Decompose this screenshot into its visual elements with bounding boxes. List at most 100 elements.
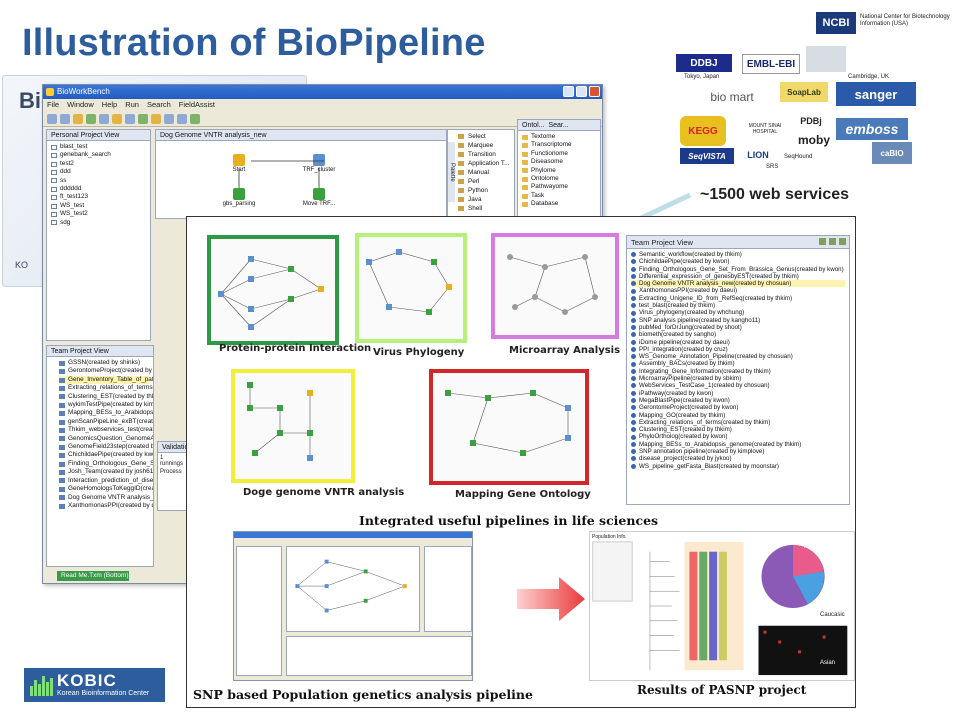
list-item[interactable]: Extracting_relations_of_terms(c — [59, 384, 153, 392]
list-item[interactable]: ss — [51, 177, 146, 185]
tree-item[interactable]: Functionome — [522, 150, 596, 158]
palette-python[interactable]: Python — [454, 186, 514, 195]
node-trf-cluster[interactable]: TRF_cluster — [294, 154, 344, 173]
list-item[interactable]: PPI_integration(created by cruz) — [631, 346, 845, 353]
menu-run[interactable]: Run — [125, 100, 139, 109]
list-item[interactable]: Finding_Orthologous_Gene_Set_From_Brassi… — [631, 266, 845, 273]
menu-window[interactable]: Window — [67, 100, 94, 109]
list-item[interactable]: Dog Genome VNTR analysis_n — [59, 494, 153, 502]
list-item[interactable]: Extracting_relations_of_terms(created by… — [631, 419, 845, 426]
toolbar-forward-icon[interactable] — [164, 114, 174, 124]
toolbar-new-icon[interactable] — [47, 114, 57, 124]
list-item[interactable]: test2 — [51, 160, 146, 168]
tree-item[interactable]: Diseasome — [522, 158, 596, 166]
node-gbs-parsing[interactable]: gbs_parsing — [214, 188, 264, 207]
list-item[interactable]: disease_project(created by jykoo) — [631, 455, 845, 462]
toolbar-debug-icon[interactable] — [125, 114, 135, 124]
tab-search[interactable]: Sear... — [548, 122, 569, 129]
minimize-icon[interactable] — [563, 86, 574, 97]
palette-perl[interactable]: Perl — [454, 177, 514, 186]
list-item[interactable]: WS_pipeline_getFasta_Blast(created by mo… — [631, 463, 845, 470]
list-item[interactable]: XanthomonasPPI(created by d — [59, 502, 153, 510]
list-item[interactable]: ChichildaePipe(created by kwon) — [631, 258, 845, 265]
list-item[interactable]: iDome pipeline(created by daeui) — [631, 339, 845, 346]
tab-ontology[interactable]: Ontol... — [522, 122, 545, 129]
list-item[interactable]: GerontomeProject(created by kwon) — [631, 404, 845, 411]
go-pipeline-box[interactable] — [429, 369, 589, 485]
list-item[interactable]: WS_test — [51, 202, 146, 210]
palette-shell[interactable]: Shell — [454, 204, 514, 213]
list-item[interactable]: Josh_Team(created by josh61 — [59, 468, 153, 476]
list-item[interactable]: Interaction_prediction_of_disea — [59, 477, 153, 485]
close-icon[interactable] — [589, 86, 600, 97]
menu-help[interactable]: Help — [101, 100, 118, 109]
tab-team-project-view-large[interactable]: Team Project View — [627, 236, 849, 249]
palette-manual[interactable]: Manual — [454, 168, 514, 177]
list-item[interactable]: ChichildaePipe(created by kwo — [59, 451, 153, 459]
list-item[interactable]: pubMed_forDrJung(created by shoot) — [631, 324, 845, 331]
list-item[interactable]: Virus_phylogeny(created by whchung) — [631, 309, 845, 316]
toolbar-zoom-icon[interactable] — [190, 114, 200, 124]
tree-item[interactable]: Ontolome — [522, 175, 596, 183]
list-item[interactable]: Finding_Orthologous_Gene_Se — [59, 460, 153, 468]
menu-icon[interactable] — [839, 238, 846, 245]
tree-item[interactable]: Pathwayome — [522, 183, 596, 191]
menu-file[interactable]: File — [47, 100, 60, 109]
list-item[interactable]: Mapping_BESs_to_Arabidopsis_ — [59, 409, 153, 417]
tree-item[interactable]: Textome — [522, 133, 596, 141]
list-item[interactable]: GSSN(created by shinks) — [59, 359, 149, 367]
list-item[interactable]: MicroarrayPipeline(created by sbkim) — [631, 375, 845, 382]
list-item[interactable]: iPathway(created by kwon) — [631, 390, 845, 397]
refresh-icon[interactable] — [819, 238, 826, 245]
list-item[interactable]: Mapping_GO(created by thkim) — [631, 412, 845, 419]
palette-transition[interactable]: Transition — [454, 150, 514, 159]
list-item[interactable]: MegaBlastPipe(created by kwon) — [631, 397, 845, 404]
list-item[interactable]: ft_test123 — [51, 193, 146, 201]
list-item[interactable]: test_blast(created by thkim) — [631, 302, 845, 309]
list-item[interactable]: XanthomonasPPI(created by daeui) — [631, 287, 845, 294]
list-item[interactable]: ddd — [51, 168, 146, 176]
palette-marquee[interactable]: Marquee — [454, 141, 514, 150]
menu-fieldassist[interactable]: FieldAssist — [178, 100, 216, 109]
tree-item[interactable]: Transcriptome — [522, 141, 596, 149]
tab-pipeline-editor[interactable]: Dog Genome VNTR analysis_new — [156, 130, 446, 141]
list-item[interactable]: WS_test2 — [51, 210, 146, 218]
list-item[interactable]: biometh(created by sangho) — [631, 331, 845, 338]
toolbar-save-icon[interactable] — [73, 114, 83, 124]
list-item[interactable]: genScanPipeLine_exBT(created — [59, 418, 153, 426]
list-item[interactable]: GerontomeProject(created by k — [59, 367, 153, 375]
node-move-trf[interactable]: Move TRF... — [294, 188, 344, 207]
list-item[interactable]: WS_Genome_Annotation_Pipeline(created by… — [631, 353, 845, 360]
list-item[interactable]: GeneHomologsToKeggID(creat — [59, 485, 153, 493]
list-item[interactable]: WebServices_TestCase_1(created by chosua… — [631, 382, 845, 389]
microarray-pipeline-box[interactable] — [491, 233, 619, 339]
list-item[interactable]: Extracting_Unigene_ID_from_RefSeq(create… — [631, 295, 845, 302]
list-item[interactable]: sdg — [51, 219, 146, 227]
list-item[interactable]: Thkim_webservices_test(created — [59, 426, 153, 434]
toolbar-run-icon[interactable] — [99, 114, 109, 124]
list-item[interactable]: blast_test — [51, 143, 146, 151]
palette-java[interactable]: Java — [454, 195, 514, 204]
list-item[interactable]: Clustering_EST(created by thkim) — [631, 426, 845, 433]
palette-application[interactable]: Application T... — [454, 159, 514, 168]
collapse-icon[interactable] — [829, 238, 836, 245]
list-item[interactable]: Integrating_Gene_Information(created by … — [631, 368, 845, 375]
toolbar-stop-icon[interactable] — [112, 114, 122, 124]
list-item[interactable]: genebank_search — [51, 151, 146, 159]
tab-personal-project-view[interactable]: Personal Project View — [47, 130, 150, 141]
tab-team-project-view[interactable]: Team Project View — [47, 346, 153, 357]
list-item[interactable]: Semantic_workflow(created by thkim) — [631, 251, 845, 258]
list-item[interactable]: dddddd — [51, 185, 146, 193]
list-item[interactable]: GenomeField23step(created by — [59, 443, 153, 451]
list-item[interactable]: SNP analysis pipeline(created by kangho1… — [631, 317, 845, 324]
list-item[interactable]: Differential_expression_of_genesbyEST(cr… — [631, 273, 845, 280]
vntr-pipeline-box[interactable] — [231, 369, 355, 483]
list-item[interactable]: Mapping_BESs_to_Arabidopsis_genome(creat… — [631, 441, 845, 448]
virus-pipeline-box[interactable] — [355, 233, 467, 343]
list-item[interactable]: SNP annotation pipeline(created by kimpl… — [631, 448, 845, 455]
list-item[interactable]: wykimTestPipe(created by kim — [59, 401, 153, 409]
menu-search[interactable]: Search — [146, 100, 171, 109]
list-item[interactable]: Dog Genome VNTR analysis_new(created by … — [631, 280, 845, 288]
toolbar-open-icon[interactable] — [60, 114, 70, 124]
toolbar-back-icon[interactable] — [151, 114, 161, 124]
